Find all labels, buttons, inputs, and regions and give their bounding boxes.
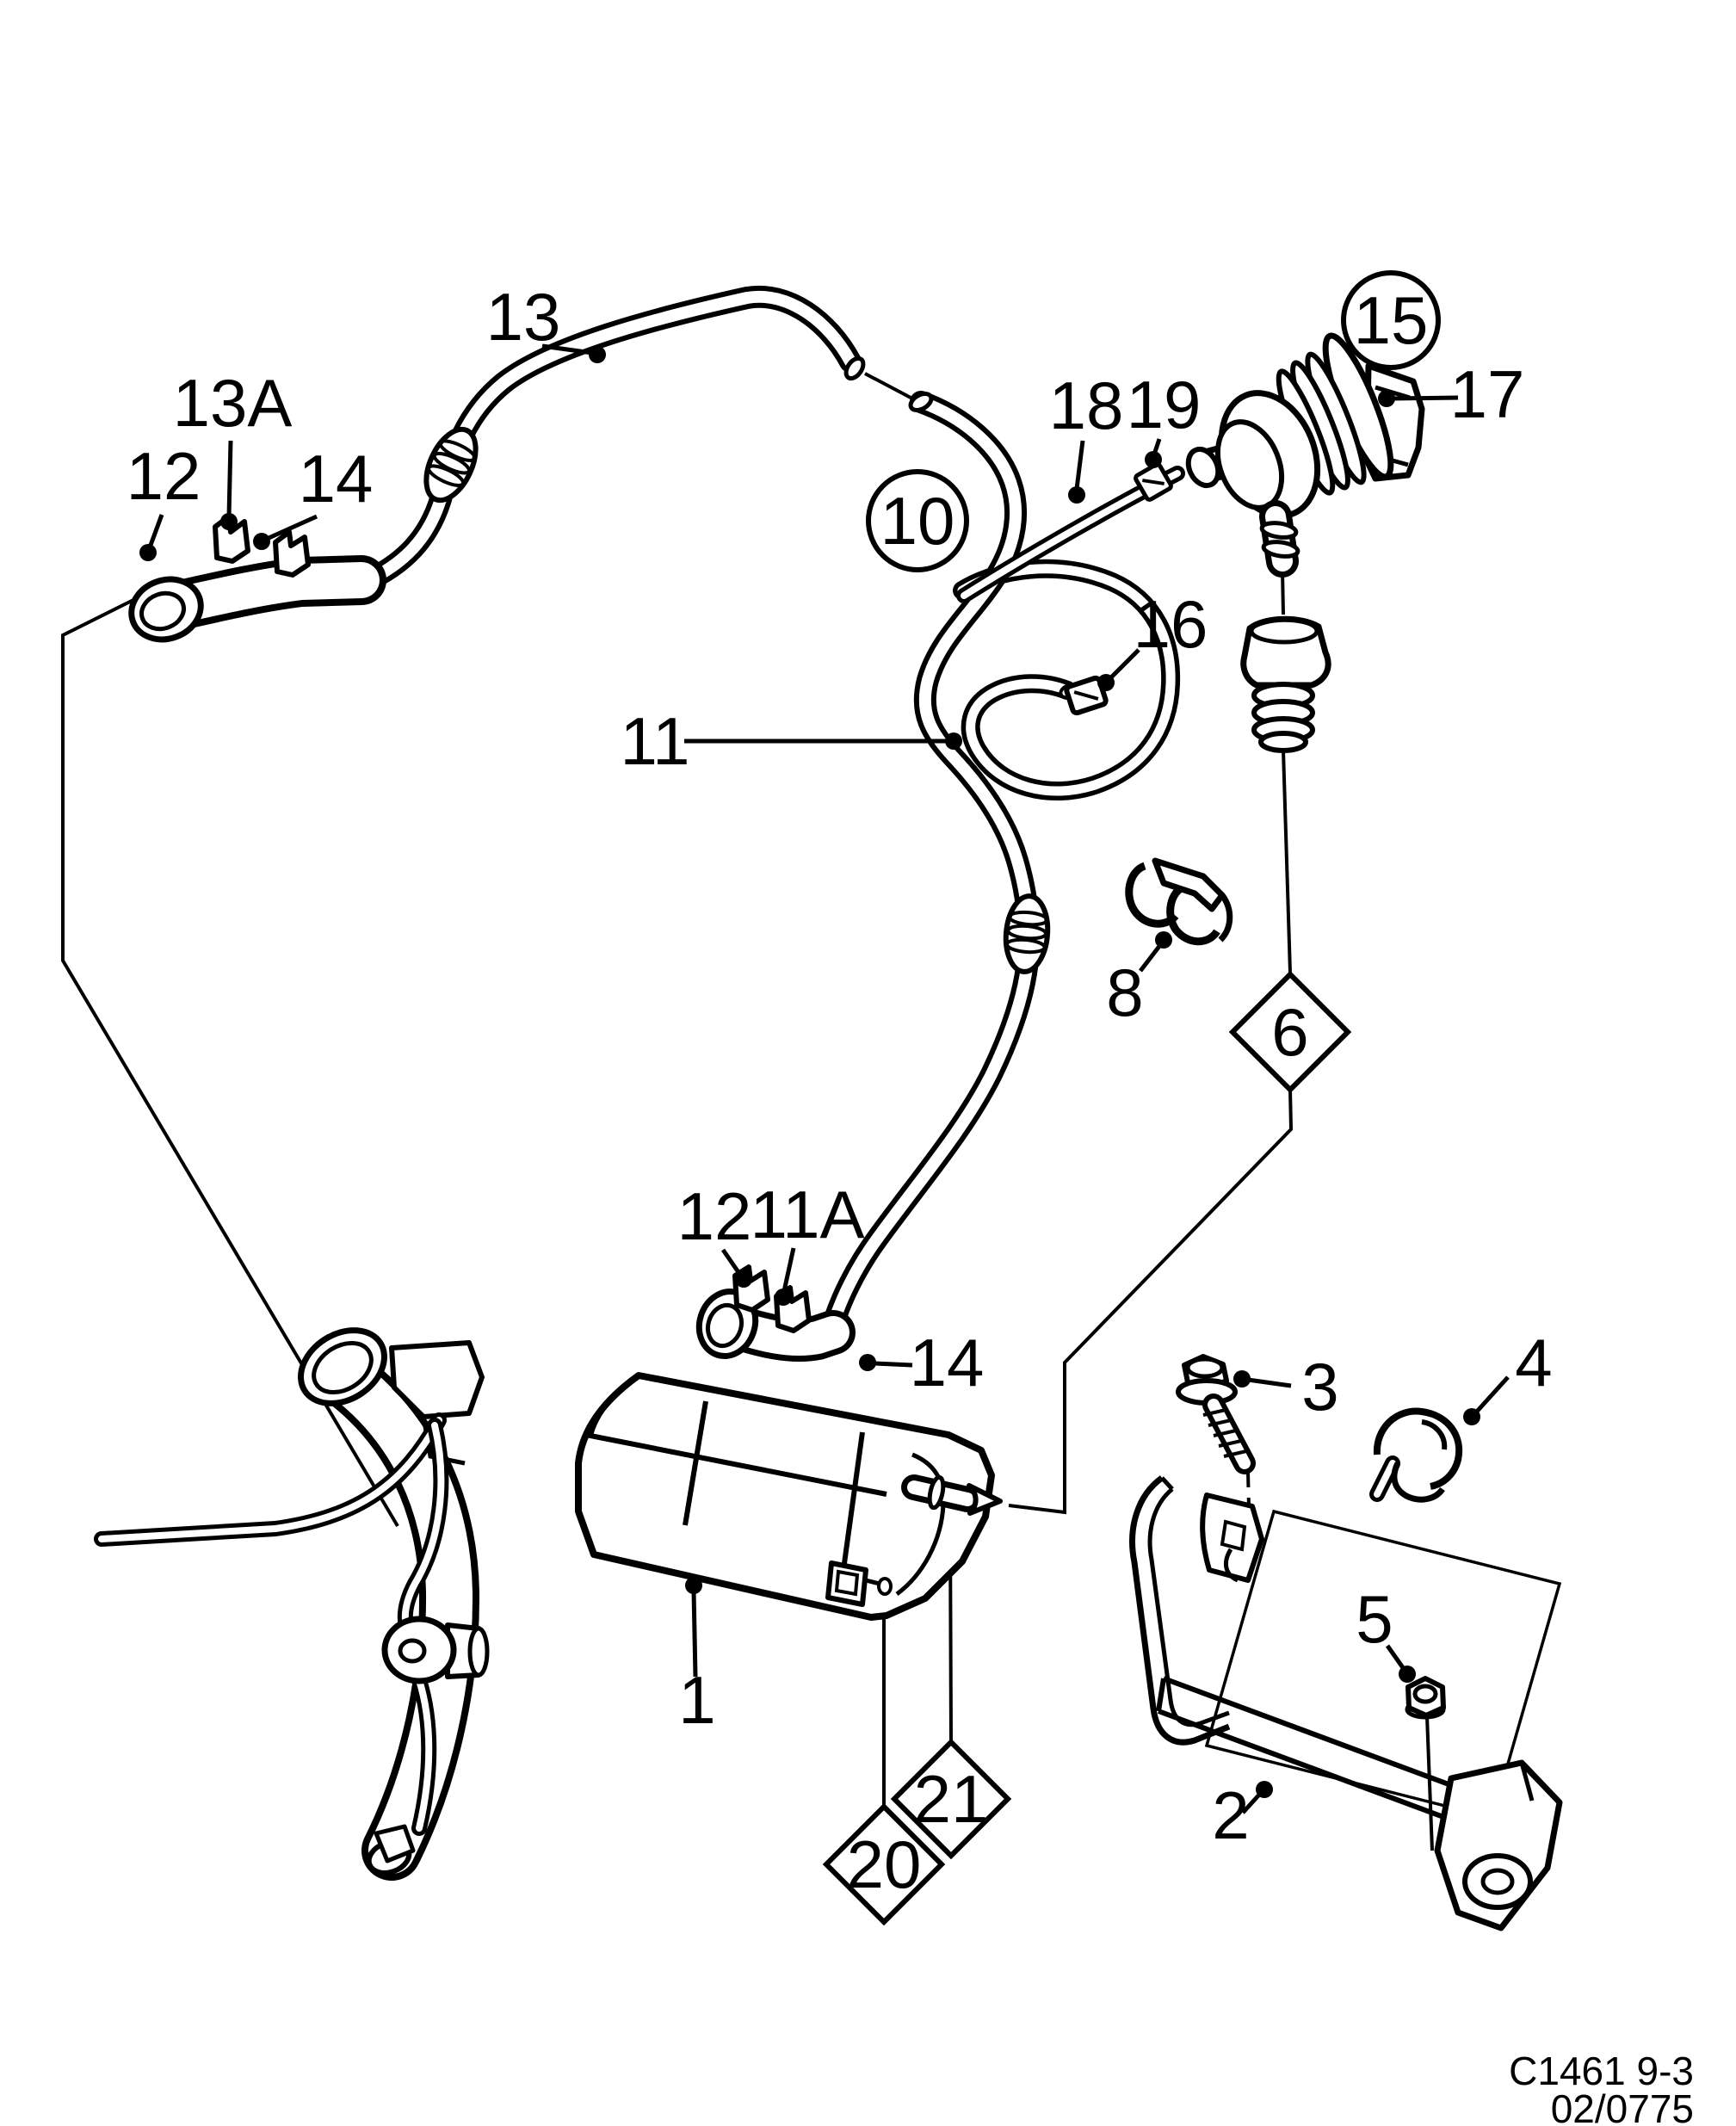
hose-clip-4 bbox=[1369, 1407, 1463, 1503]
bracket-nut bbox=[1405, 1676, 1446, 1720]
carbon-canister bbox=[575, 1372, 1003, 1621]
circled-callout-10: 10 bbox=[866, 469, 969, 572]
double-hose-clip-8 bbox=[1125, 857, 1233, 946]
diamond-callout-20: 20 bbox=[822, 1802, 946, 1926]
purge-valve bbox=[1185, 332, 1425, 578]
label-11: 11 bbox=[621, 703, 690, 779]
label-19: 19 bbox=[1127, 367, 1202, 442]
clamp-19 bbox=[1134, 462, 1173, 502]
hose-11-sleeve bbox=[1003, 893, 1051, 974]
canister-bracket bbox=[1129, 1475, 1563, 1931]
label-14: 14 bbox=[299, 441, 374, 516]
callout-labels: 13 13A 12 14 18 19 17 16 11 8 12 11A 14 … bbox=[127, 279, 1553, 1853]
diamond-callout-21: 21 bbox=[890, 1738, 1012, 1860]
label-16: 16 bbox=[1134, 586, 1208, 662]
label-12b: 12 bbox=[677, 1178, 752, 1254]
label-3: 3 bbox=[1301, 1349, 1338, 1425]
figure-issue: 02/0775 bbox=[1551, 2086, 1694, 2126]
label-6: 6 bbox=[1271, 994, 1308, 1070]
label-20: 20 bbox=[847, 1826, 922, 1902]
bracket-bolt bbox=[1176, 1354, 1256, 1474]
figure-code: C1461 9-3 bbox=[1509, 2049, 1694, 2093]
label-18: 18 bbox=[1049, 368, 1124, 443]
figure-footer: C1461 9-3 02/0775 bbox=[1509, 2049, 1694, 2126]
purge-hose-18 bbox=[956, 462, 1185, 603]
label-13: 13 bbox=[486, 279, 561, 355]
valve-grommet bbox=[1240, 615, 1331, 753]
label-5: 5 bbox=[1356, 1581, 1393, 1657]
fuel-filler-pipe bbox=[94, 1327, 490, 1881]
label-10: 10 bbox=[880, 483, 955, 559]
label-13a: 13A bbox=[173, 365, 293, 441]
circled-callout-15: 15 bbox=[1341, 270, 1441, 370]
hose-13-sleeve bbox=[423, 426, 479, 504]
diamond-callout-6: 6 bbox=[1228, 970, 1352, 1094]
vent-hose-13 bbox=[354, 285, 866, 593]
label-17: 17 bbox=[1450, 356, 1525, 432]
purge-hose-assembly-10-11 bbox=[820, 391, 1181, 1341]
label-14b: 14 bbox=[910, 1325, 985, 1400]
label-4: 4 bbox=[1515, 1325, 1552, 1400]
label-1: 1 bbox=[678, 1662, 715, 1738]
label-15: 15 bbox=[1354, 282, 1429, 358]
label-8: 8 bbox=[1106, 955, 1143, 1030]
label-12: 12 bbox=[127, 438, 201, 514]
leader-lines bbox=[139, 343, 1510, 1814]
label-21: 21 bbox=[914, 1761, 989, 1837]
label-11a: 11A bbox=[751, 1177, 865, 1252]
elbow-connector-12-13a-14 bbox=[128, 514, 386, 643]
label-2: 2 bbox=[1212, 1777, 1249, 1853]
elbow-connector-12-11a bbox=[695, 1264, 856, 1362]
